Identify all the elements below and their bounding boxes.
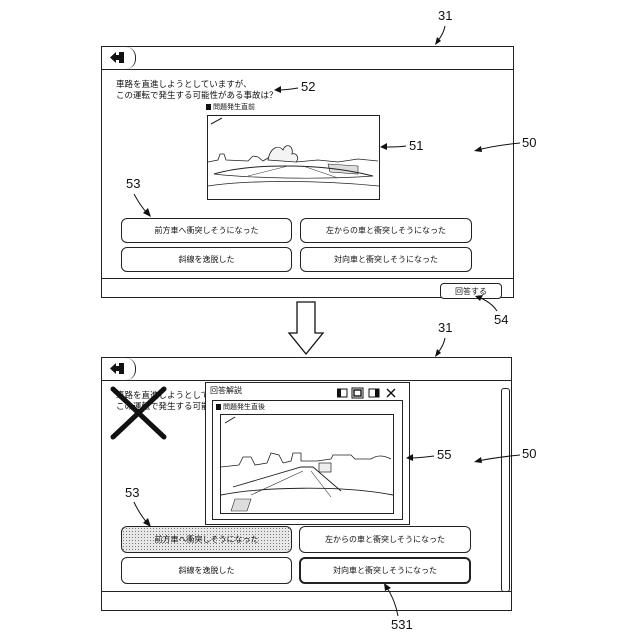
cross-mark-icon xyxy=(113,389,164,437)
down-arrow-icon xyxy=(289,302,323,354)
